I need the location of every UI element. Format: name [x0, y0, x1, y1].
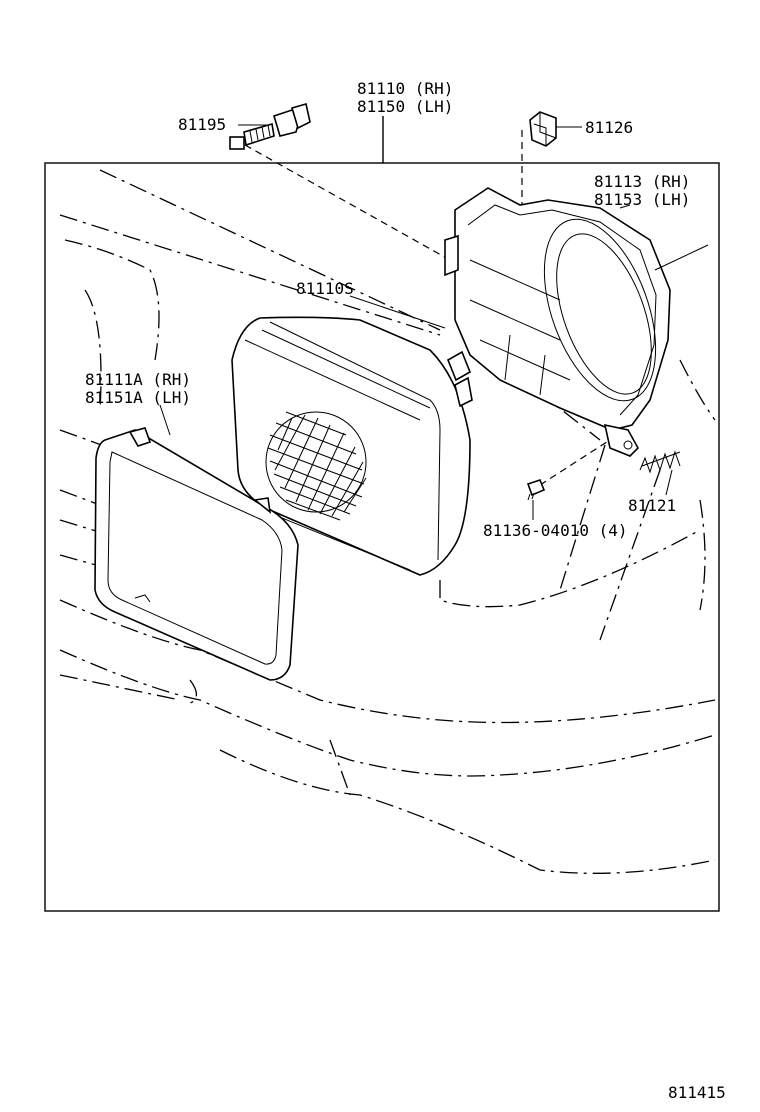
- screw-icon: [526, 479, 546, 501]
- label-sealed-beam: 81110S: [296, 279, 354, 298]
- screw-guide-line: [539, 439, 611, 486]
- label-body-lh: 81153 (LH): [594, 190, 690, 209]
- label-bolt: 81195: [178, 115, 226, 134]
- retaining-ring-icon: [94, 427, 299, 681]
- label-retainer-lh: 81151A (LH): [85, 388, 191, 407]
- label-housing-lh: 81150 (LH): [357, 97, 453, 116]
- retainer-leader: [159, 404, 171, 436]
- label-retainer-rh: 81111A (RH): [85, 370, 191, 389]
- diagram-frame: [44, 162, 720, 912]
- bolt-guide-line: [244, 144, 451, 261]
- label-screw: 81136-04010 (4): [483, 521, 628, 540]
- label-spring: 81121: [628, 496, 676, 515]
- sealed-beam-icon: [231, 316, 473, 576]
- label-ref-number: 811415: [668, 1083, 726, 1102]
- housing-body-leader-2: [619, 204, 631, 209]
- sealed-beam-leader: [349, 295, 446, 329]
- adjusting-bolt-icon: [229, 102, 311, 150]
- label-clip: 81126: [585, 118, 633, 137]
- label-housing-rh: 81110 (RH): [357, 79, 453, 98]
- headlamp-housing-icon: [444, 187, 671, 457]
- lens-pattern: [267, 411, 367, 521]
- housing-body-leader: [654, 244, 709, 271]
- clip-icon: [529, 111, 557, 147]
- spring-leader: [665, 469, 673, 496]
- label-body-rh: 81113 (RH): [594, 172, 690, 191]
- spring-icon: [639, 450, 681, 474]
